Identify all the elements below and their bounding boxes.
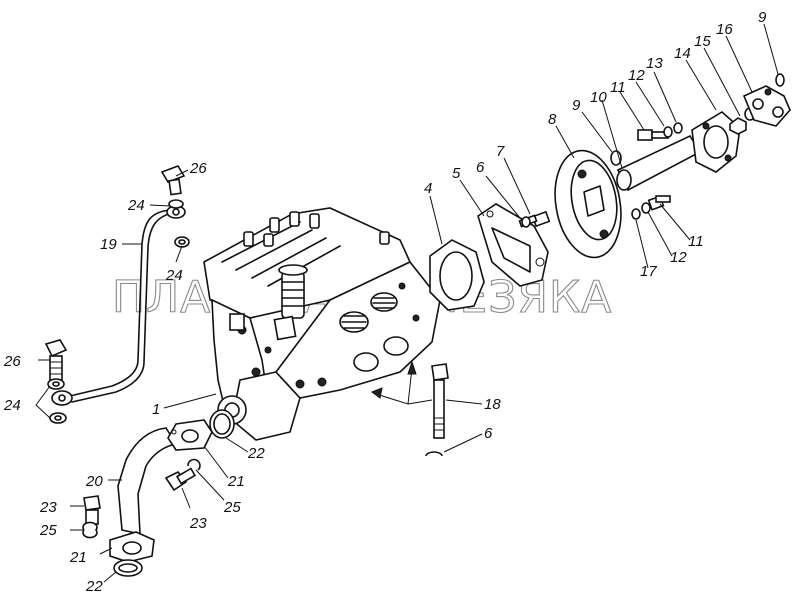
label-part-4: 4	[424, 180, 432, 197]
label-part-26-upper: 26	[189, 160, 207, 177]
washer-24-lower-b	[49, 412, 67, 424]
label-part-19: 19	[100, 236, 117, 253]
label-part-25-middle: 25	[223, 499, 241, 516]
bolt-18	[431, 363, 449, 439]
flange-gasket-21-upper	[167, 419, 213, 451]
lock-washer-25-middle	[187, 458, 201, 471]
label-part-16: 16	[716, 21, 733, 38]
washer-12-upper	[663, 126, 673, 138]
label-part-12-lower: 12	[670, 249, 687, 266]
bolt-23-middle	[164, 467, 197, 492]
label-part-21-upper: 21	[227, 473, 245, 490]
washer-6-lower	[425, 451, 443, 457]
label-part-24-middle: 24	[165, 267, 183, 284]
label-part-9-upper: 9	[758, 9, 767, 26]
label-part-15: 15	[694, 33, 711, 50]
gasket-22-upper	[209, 409, 235, 439]
label-part-8: 8	[548, 111, 557, 128]
washer-13	[673, 122, 683, 134]
label-part-13: 13	[646, 55, 663, 72]
label-part-25-lower: 25	[39, 522, 57, 539]
pin-9-upper	[775, 73, 785, 87]
fuel-pipe-19	[51, 205, 186, 406]
half-coupling-14	[691, 111, 741, 173]
label-part-18: 18	[484, 396, 501, 413]
flange-gasket-21-lower	[109, 531, 155, 563]
fuel-pump-body	[203, 207, 441, 441]
washer-24-lower-a	[47, 378, 65, 390]
label-part-1: 1	[152, 401, 160, 418]
label-part-26-lower: 26	[3, 353, 21, 370]
label-part-20: 20	[85, 473, 103, 490]
label-part-24-upper: 24	[127, 197, 145, 214]
drive-plate-8	[554, 149, 622, 259]
coupling-bracket-16	[742, 85, 791, 127]
gasket-4	[429, 239, 485, 311]
nut-15	[729, 117, 747, 135]
label-part-17: 17	[640, 263, 657, 280]
bolt-11-upper	[637, 129, 669, 141]
flange-5	[477, 203, 549, 287]
direction-arrows	[370, 360, 433, 405]
label-part-11-lower: 11	[688, 233, 704, 250]
label-part-5: 5	[452, 165, 461, 182]
washer-24-upper-b	[174, 236, 190, 248]
part-labels: 26 24 19 24 26 24 1 22 21 20 23 25 23 25…	[3, 9, 767, 595]
lock-washer-25-lower	[82, 521, 98, 539]
label-part-10: 10	[590, 89, 607, 106]
label-part-12-upper: 12	[628, 67, 645, 84]
banjo-bolt-26-lower	[44, 339, 68, 381]
bolt-11-lower	[647, 195, 671, 211]
gasket-22-lower	[113, 559, 143, 577]
label-part-14: 14	[674, 45, 691, 62]
washer-24-upper-a	[168, 199, 184, 209]
label-part-22-lower: 22	[85, 578, 103, 595]
label-part-22-upper: 22	[247, 445, 265, 462]
inlet-pipe-20	[109, 419, 213, 563]
label-part-9-lower: 9	[572, 97, 581, 114]
label-part-11-upper: 11	[610, 79, 626, 96]
label-part-23-middle: 23	[189, 515, 207, 532]
washer-6-upper	[521, 216, 531, 228]
washer-12-lower	[641, 202, 651, 214]
leader-lines	[35, 23, 779, 583]
banjo-bolt-26-upper	[160, 165, 186, 196]
washer-17	[631, 208, 641, 220]
label-part-6-lower: 6	[484, 425, 493, 442]
label-part-23-lower: 23	[39, 499, 57, 516]
label-part-7: 7	[496, 143, 505, 160]
drive-shaft-10	[616, 134, 702, 192]
bolt-23-lower	[83, 495, 101, 525]
label-part-24-lower: 24	[3, 397, 21, 414]
label-part-6-upper: 6	[476, 159, 485, 176]
label-part-21-lower: 21	[69, 549, 87, 566]
